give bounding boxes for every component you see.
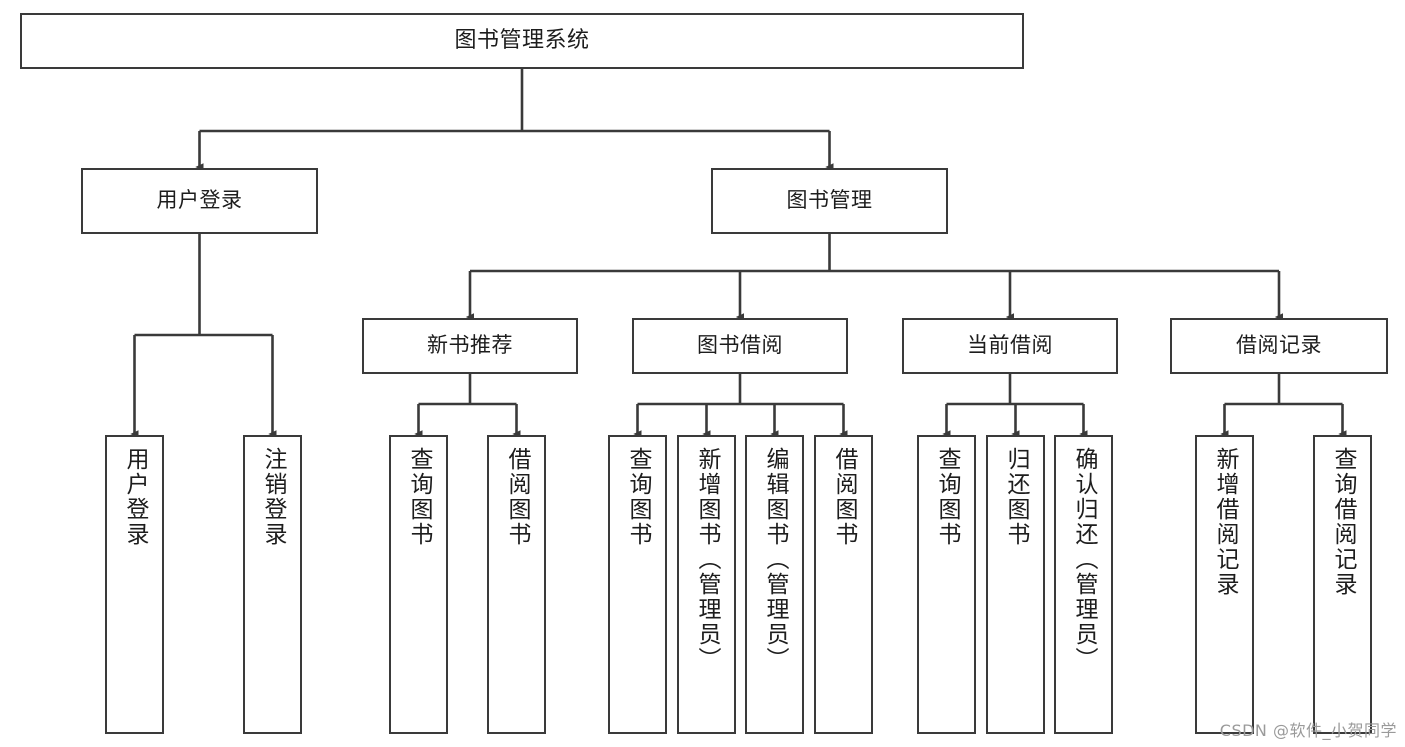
node-leaf_user_logout[interactable]: 注销登录 <box>243 435 302 734</box>
node-user_login-label: 用户登录 <box>156 188 243 213</box>
node-leaf_return_book[interactable]: 归还图书 <box>986 435 1045 734</box>
node-leaf_borrow_book_1[interactable]: 借阅图书 <box>487 435 546 734</box>
node-new_book_rec[interactable]: 新书推荐 <box>362 318 578 374</box>
node-current_borrow-label: 当前借阅 <box>967 333 1053 358</box>
node-leaf_borrow_book_1-label: 借阅图书 <box>504 447 530 547</box>
node-leaf_edit_book-label: 编辑图书（管理员） <box>762 447 788 672</box>
node-leaf_user_login[interactable]: 用户登录 <box>105 435 164 734</box>
node-leaf_query_book_1[interactable]: 查询图书 <box>389 435 448 734</box>
node-root-图书管理系统[interactable]: 图书管理系统 <box>20 13 1024 69</box>
node-leaf_add_book-label: 新增图书（管理员） <box>694 447 720 672</box>
node-leaf_query_book_2[interactable]: 查询图书 <box>608 435 667 734</box>
node-leaf_edit_book[interactable]: 编辑图书（管理员） <box>745 435 804 734</box>
node-leaf_add_record-label: 新增借阅记录 <box>1212 447 1238 597</box>
node-leaf_query_record-label: 查询借阅记录 <box>1330 447 1356 597</box>
node-leaf_borrow_book_2[interactable]: 借阅图书 <box>814 435 873 734</box>
node-leaf_add_record[interactable]: 新增借阅记录 <box>1195 435 1254 734</box>
node-leaf_query_book_2-label: 查询图书 <box>625 447 651 547</box>
node-leaf_user_logout-label: 注销登录 <box>260 447 286 547</box>
node-borrow_record[interactable]: 借阅记录 <box>1170 318 1388 374</box>
node-leaf_user_login-label: 用户登录 <box>122 447 148 547</box>
node-leaf_query_book_3-label: 查询图书 <box>934 447 960 547</box>
node-root-图书管理系统-label: 图书管理系统 <box>454 27 590 53</box>
watermark: CSDN @软件_小贺同学 <box>1219 721 1397 740</box>
node-borrow_record-label: 借阅记录 <box>1236 333 1322 358</box>
node-book_borrow-label: 图书借阅 <box>697 333 783 358</box>
node-leaf_add_book[interactable]: 新增图书（管理员） <box>677 435 736 734</box>
node-book_manage[interactable]: 图书管理 <box>711 168 948 234</box>
node-leaf_query_book_3[interactable]: 查询图书 <box>917 435 976 734</box>
node-user_login[interactable]: 用户登录 <box>81 168 318 234</box>
node-book_manage-label: 图书管理 <box>786 188 873 213</box>
node-leaf_return_book-label: 归还图书 <box>1003 447 1029 547</box>
node-new_book_rec-label: 新书推荐 <box>427 333 513 358</box>
node-leaf_query_record[interactable]: 查询借阅记录 <box>1313 435 1372 734</box>
node-leaf_query_book_1-label: 查询图书 <box>406 447 432 547</box>
node-leaf_confirm_return-label: 确认归还（管理员） <box>1071 447 1097 672</box>
node-current_borrow[interactable]: 当前借阅 <box>902 318 1118 374</box>
node-leaf_confirm_return[interactable]: 确认归还（管理员） <box>1054 435 1113 734</box>
node-book_borrow[interactable]: 图书借阅 <box>632 318 848 374</box>
node-leaf_borrow_book_2-label: 借阅图书 <box>831 447 857 547</box>
